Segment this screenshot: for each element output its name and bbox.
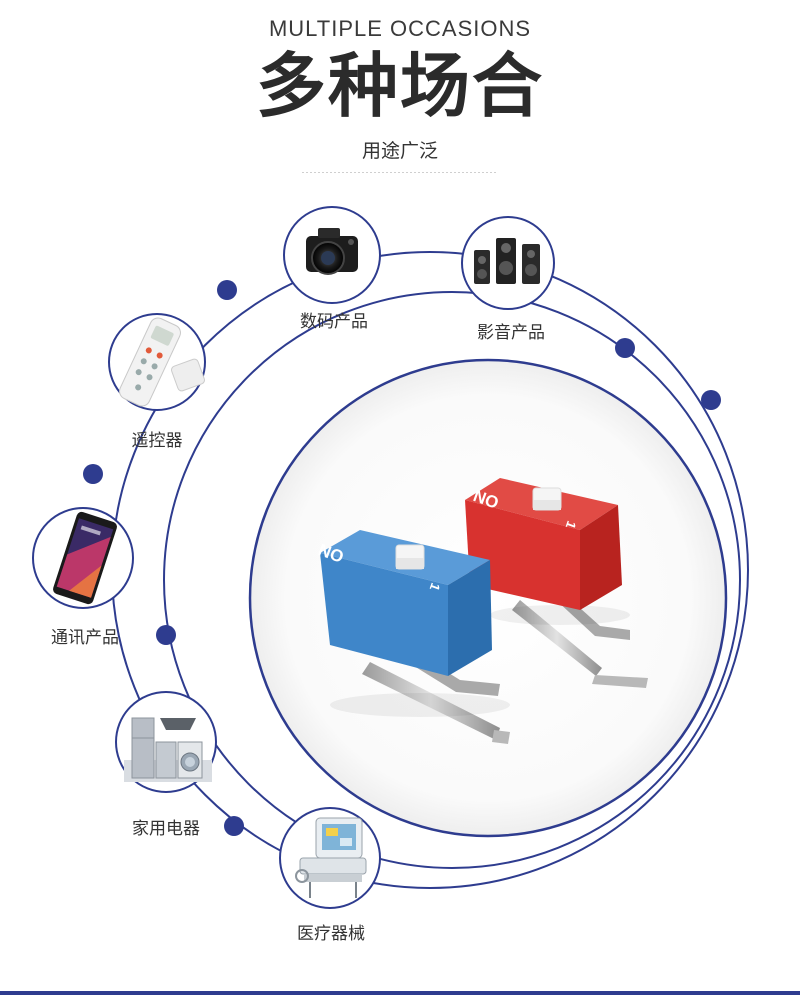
ring-dot [83, 464, 103, 484]
ring-dots [83, 280, 721, 836]
section-title: 多种场合 [256, 45, 544, 127]
smartphone-icon [53, 511, 117, 605]
ring-dot [156, 625, 176, 645]
occasion-label-communication: 通讯产品 [51, 628, 119, 648]
section-subtitle: 用途广泛 [361, 140, 438, 162]
section-eyebrow: MULTIPLE OCCASIONS [268, 16, 532, 41]
medical-node [279, 807, 381, 909]
bottom-accent-bar [0, 991, 800, 995]
title-divider [302, 172, 498, 173]
camera-icon [306, 228, 358, 275]
speaker-icon [474, 238, 540, 284]
occasion-label-medical: 医疗器械 [297, 924, 365, 944]
speaker-node [461, 216, 555, 310]
occasion-label-audio-video: 影音产品 [477, 323, 545, 343]
appliance-node [115, 691, 217, 793]
ring-dot [217, 280, 237, 300]
smartphone-node [32, 507, 134, 609]
red-switch-number: 1 [563, 519, 580, 531]
blue-switch-number: 1 [427, 581, 444, 593]
occasion-label-appliance: 家用电器 [132, 819, 200, 839]
ring-dot [224, 816, 244, 836]
occasion-label-digital: 数码产品 [300, 312, 368, 332]
ring-dot [615, 338, 635, 358]
ring-dot [701, 390, 721, 410]
remote-control-icon [119, 317, 205, 407]
home-appliance-icon [124, 717, 212, 782]
blue-dip-switch: ON 1 [316, 530, 510, 744]
medical-device-icon [295, 817, 367, 898]
camera-node [283, 206, 381, 304]
remote-node [108, 313, 206, 411]
middle-ring [163, 291, 741, 869]
red-dip-switch: ON 1 [465, 478, 648, 688]
occasion-label-remote: 遥控器 [131, 431, 183, 451]
